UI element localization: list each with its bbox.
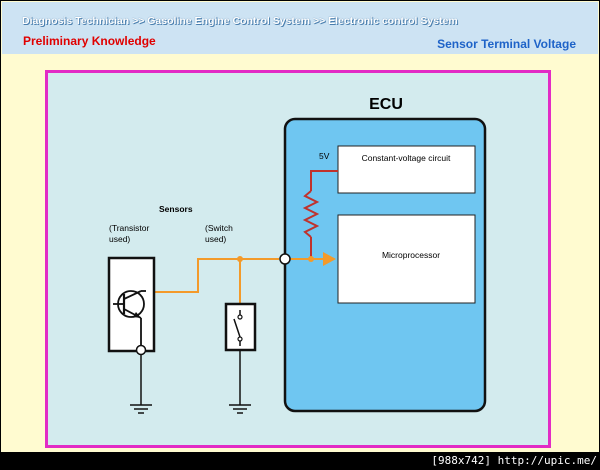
microprocessor-label: Microprocessor (382, 250, 440, 260)
junction-dot (237, 256, 243, 262)
sensors-label: Sensors (159, 204, 193, 214)
sensor-circuit-diagram: ECU Constant-voltage circuit Microproces… (107, 96, 487, 414)
switch-label-line1: (Switch (205, 223, 233, 233)
constant-voltage-label: Constant-voltage circuit (362, 153, 451, 163)
section-title-left: Preliminary Knowledge (23, 34, 156, 48)
watermark: [988x742] http://upic.me/ (431, 454, 597, 467)
footer-bar (0, 452, 600, 470)
ecu-label: ECU (369, 96, 403, 113)
junction-dot-ecu (308, 256, 314, 262)
header-bar: Diagnosis Technician >> Gasoline Engine … (2, 2, 598, 54)
ecu-terminal (279, 253, 291, 265)
ground-icon-switch (229, 350, 251, 414)
breadcrumb: Diagnosis Technician >> Gasoline Engine … (22, 15, 458, 27)
transistor-icon (107, 256, 156, 356)
switch-icon (224, 302, 257, 352)
transistor-label-line1: (Transistor (109, 223, 149, 233)
arrow-icon (323, 252, 336, 266)
switch-label-line2: used) (205, 234, 226, 244)
page-frame: Diagnosis Technician >> Gasoline Engine … (0, 0, 600, 454)
ground-icon (130, 355, 152, 414)
transistor-label-line2: used) (109, 234, 130, 244)
microprocessor-box (337, 214, 476, 304)
voltage-label: 5V (319, 151, 330, 161)
section-title-right: Sensor Terminal Voltage (437, 37, 576, 51)
constant-voltage-box (337, 145, 476, 194)
resistor-icon (302, 170, 338, 259)
